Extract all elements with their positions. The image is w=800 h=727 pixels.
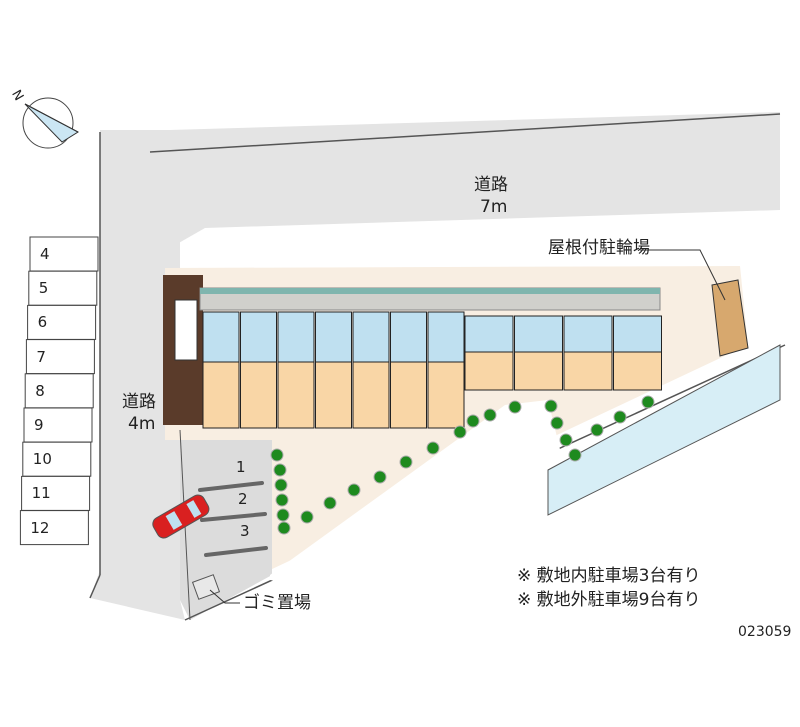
- unit-wet-area: [352, 311, 390, 363]
- offsite-slot-number: 7: [36, 347, 46, 366]
- tree: [270, 448, 284, 462]
- unit-room: [352, 361, 390, 429]
- offsite-slot: [19, 510, 89, 546]
- tree: [508, 400, 522, 414]
- parking-stalls: [198, 481, 268, 557]
- road-top-name: 道路: [474, 175, 508, 195]
- apartment-units: [202, 311, 662, 429]
- unit-room: [277, 361, 315, 429]
- unit-wet-area: [613, 315, 662, 353]
- tree: [276, 508, 290, 522]
- unit-room: [464, 351, 514, 391]
- unit-wet-area: [240, 311, 277, 363]
- tree: [426, 441, 440, 455]
- road-top-width: 7m: [480, 197, 508, 217]
- tree: [550, 416, 564, 430]
- tree: [453, 425, 467, 439]
- tree: [613, 410, 627, 424]
- offsite-slot-number: 12: [30, 518, 50, 537]
- tree: [466, 414, 480, 428]
- road-left-width: 4m: [128, 414, 156, 434]
- offsite-slot: [23, 407, 93, 443]
- offsite-slot-number: 10: [32, 450, 52, 469]
- garbage-label: ゴミ置場: [243, 593, 311, 613]
- offsite-slot-number: 9: [34, 416, 44, 434]
- tree: [559, 433, 573, 447]
- road-left: [90, 130, 185, 620]
- unit-room: [315, 361, 352, 429]
- offsite-slot-number: 11: [31, 484, 51, 503]
- property-id: 023059: [738, 624, 792, 640]
- unit-room: [240, 361, 277, 429]
- tree: [323, 496, 337, 510]
- unit-room: [390, 361, 427, 429]
- tree: [544, 399, 558, 413]
- road-top: [100, 112, 780, 430]
- apartment-building: [163, 275, 661, 425]
- unit-wet-area: [563, 315, 613, 353]
- onsite-slot-number: 1: [236, 458, 246, 476]
- unit-room: [202, 361, 240, 429]
- offsite-slot-number: 5: [38, 279, 49, 298]
- offsite-slot: [21, 475, 91, 511]
- tree: [275, 493, 289, 507]
- onsite-slot-number: 2: [238, 490, 248, 508]
- offsite-slot: [24, 373, 94, 409]
- tree: [399, 455, 413, 469]
- unit-wet-area: [315, 311, 352, 363]
- tree: [347, 483, 361, 497]
- bicycle-parking-label: 屋根付駐輪場: [548, 238, 650, 258]
- trees: [270, 395, 655, 535]
- unit-wet-area: [514, 315, 563, 353]
- unit-wet-area: [202, 311, 240, 363]
- tree: [373, 470, 387, 484]
- car-icon: [152, 494, 210, 539]
- offsite-slot-number: 8: [35, 381, 45, 400]
- tree: [568, 448, 582, 462]
- tree: [590, 423, 604, 437]
- road-left-name: 道路: [122, 392, 156, 412]
- unit-wet-area: [464, 315, 514, 353]
- offsite-slot-number: 6: [37, 313, 48, 332]
- waterway: [547, 344, 781, 516]
- offsite-slot-number: 4: [40, 245, 50, 263]
- unit-wet-area: [427, 311, 465, 363]
- unit-room: [427, 361, 465, 429]
- onsite-slot-number: 3: [240, 522, 250, 540]
- offsite-slot: [29, 236, 99, 272]
- offsite-parking: [19, 236, 99, 546]
- tree: [483, 408, 497, 422]
- unit-room: [613, 351, 662, 391]
- unit-wet-area: [277, 311, 315, 363]
- compass-icon: [22, 97, 80, 149]
- unit-room: [514, 351, 563, 391]
- unit-wet-area: [390, 311, 427, 363]
- note-offsite-parking: ※ 敷地外駐車場9台有り: [517, 590, 701, 610]
- offsite-slot: [27, 304, 97, 340]
- tree: [274, 478, 288, 492]
- garbage-area: [191, 574, 221, 600]
- bicycle-parking-shed: [711, 279, 749, 357]
- note-onsite-parking: ※ 敷地内駐車場3台有り: [517, 566, 701, 586]
- offsite-slot: [25, 339, 95, 375]
- tree: [641, 395, 655, 409]
- unit-room: [563, 351, 613, 391]
- tree: [277, 521, 291, 535]
- open-area: [270, 400, 565, 585]
- offsite-slot: [28, 270, 98, 306]
- tree: [273, 463, 287, 477]
- tree: [300, 510, 314, 524]
